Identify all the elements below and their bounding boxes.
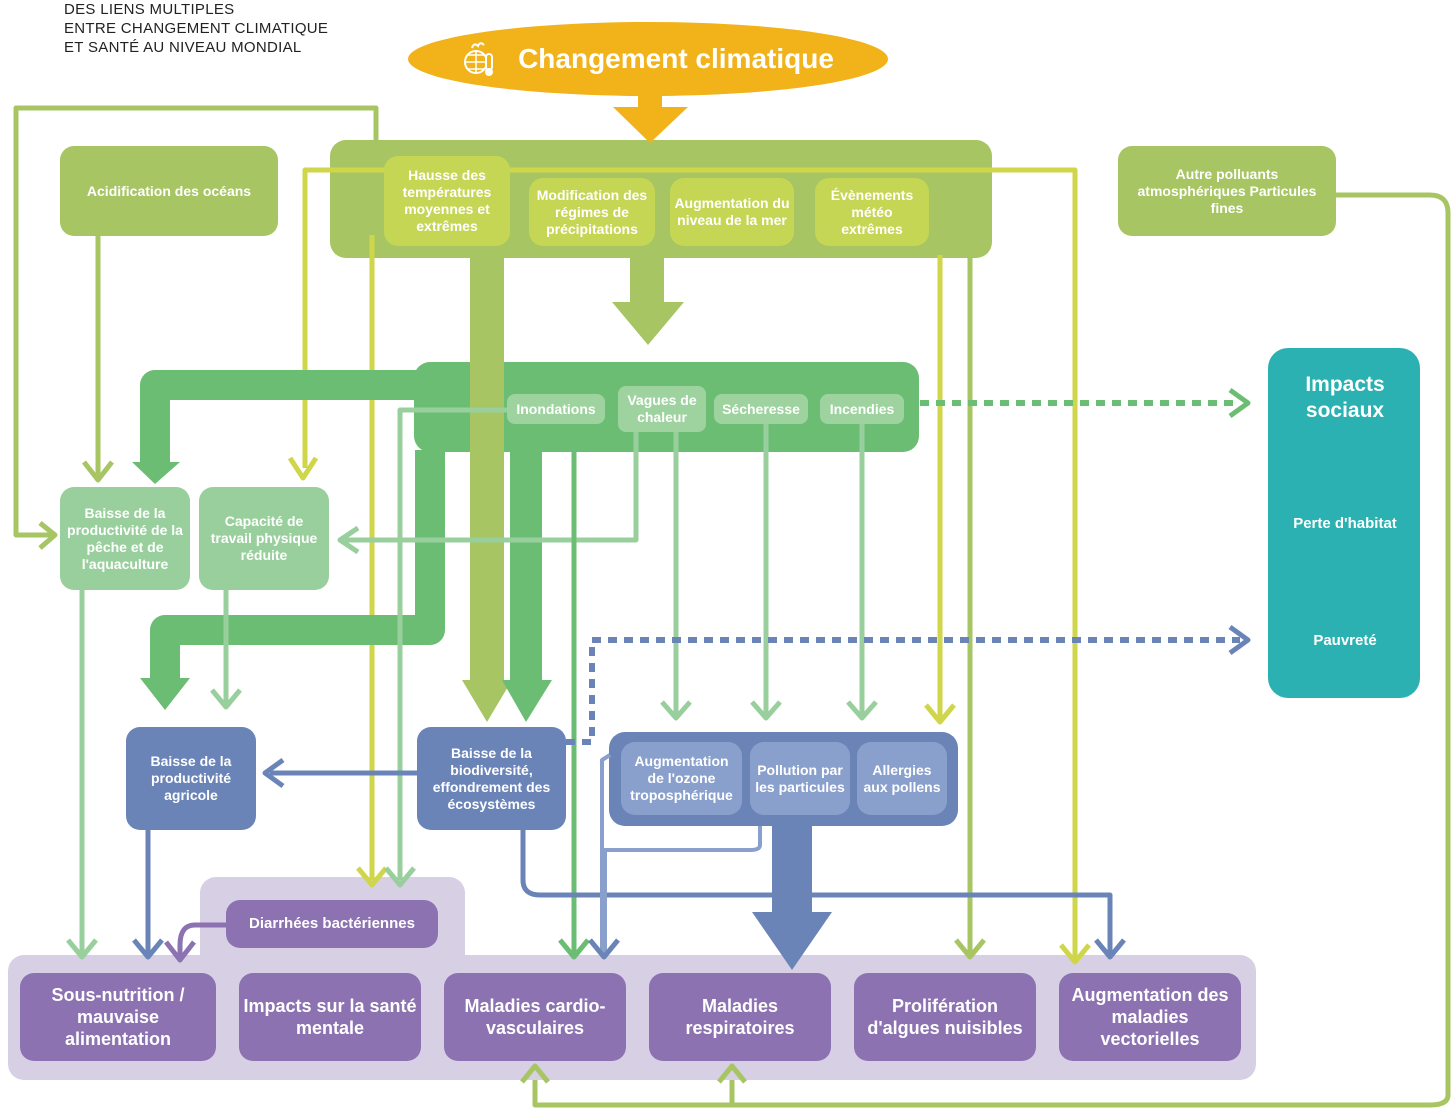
work-capacity-box: Capacité de travail physique réduite [199,487,329,590]
algae-bloom-box: Prolifération d'algues nuisibles [854,973,1036,1061]
title-text: Changement climatique [518,43,834,74]
ocean-acidification-box: Acidification des océans [60,146,278,236]
precipitation-change-box: Modification des régimes de précipitatio… [529,178,655,246]
outcomes-panel [8,955,1256,1080]
malnutrition-box: Sous-nutrition / mauvaise alimentation [20,973,216,1061]
fires-box: Incendies [820,394,904,424]
sea-level-rise-box: Augmentation du niveau de la mer [670,178,794,246]
particles-box: Pollution par les particules [750,742,850,815]
cardio-diseases-box: Maladies cardio-vasculaires [444,973,626,1061]
ozone-box: Augmentation de l'ozone troposphérique [621,742,742,815]
caption-line-1: DES LIENS MULTIPLES [64,1,235,18]
social-item-migration: Migration de masse [1274,728,1416,745]
floods-box: Inondations [507,394,605,424]
agri-productivity-box: Baisse de la productivité agricole [126,727,256,830]
social-item-conflicts: Conflits [1317,843,1373,860]
title-down-arrow [613,107,688,143]
globe-thermometer-icon [464,42,494,76]
respiratory-diseases-box: Maladies respiratoires [649,973,831,1061]
social-impacts-panel [1268,348,1420,698]
heatwaves-box: Vagues de chaleur [618,386,706,432]
social-item-poverty: Pauvreté [1313,632,1377,649]
mental-health-box: Impacts sur la santé mentale [239,973,421,1061]
pollen-box: Allergies aux pollens [857,742,947,815]
diarrhea-box: Diarrhées bactériennes [226,900,438,948]
climate-change-title: Changement climatique [408,22,888,96]
caption-line-2: ENTRE CHANGEMENT CLIMATIQUE [64,20,329,37]
extreme-weather-box: Évènements météo extrêmes [815,178,929,246]
vector-diseases-box: Augmentation des maladies vectorielles [1059,973,1241,1061]
drought-box: Sécheresse [714,394,808,424]
temperature-rise-box: Hausse des températures moyennes et extr… [384,156,510,246]
diagram-caption: DES LIENS MULTIPLES ENTRE CHANGEMENT CLI… [64,0,384,57]
social-item-other-determinants: Autres déterminants sociaux liés à la sa… [1272,938,1418,991]
social-impacts-title: Impacts sociaux [1305,373,1385,422]
caption-line-3: ET SANTÉ AU NIVEAU MONDIAL [64,39,302,56]
biodiversity-box: Baisse de la biodiversité, effondrement … [417,727,566,830]
social-item-habitat: Perte d'habitat [1293,515,1397,532]
fishing-productivity-box: Baisse de la productivité de la pêche et… [60,487,190,590]
air-pollutants-box: Autre polluants atmosphériques Particule… [1118,146,1336,236]
